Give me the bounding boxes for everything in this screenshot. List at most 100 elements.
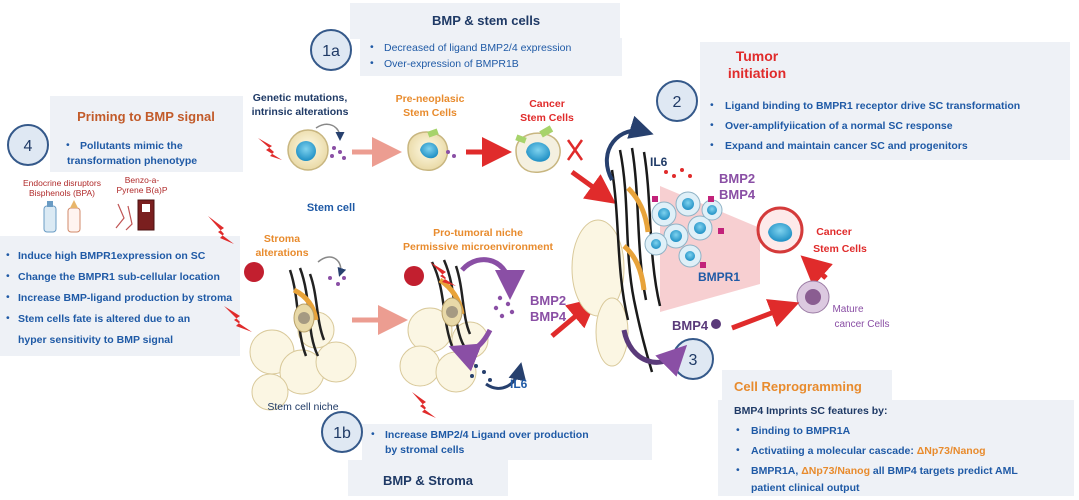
panel-tumor-initiation: Tumor initiation • Ligand binding to BMP… — [700, 42, 1070, 160]
badge-label: 2 — [673, 94, 682, 111]
label-line: cancer Cells — [834, 319, 889, 330]
label-line: Stroma — [264, 233, 300, 245]
transition-arrow — [550, 297, 598, 338]
label-il6: IL6 — [650, 155, 668, 169]
ligand-dot-icon — [711, 319, 721, 329]
label-endocrine-disruptors: Endocrine disruptors Bisphenols (BPA) — [23, 178, 101, 198]
badge-3: 3 — [672, 338, 714, 380]
bullet-item: • — [66, 139, 70, 151]
bullet-text: transformation phenotype — [67, 155, 197, 167]
badge-2: 2 — [656, 80, 698, 122]
red-blood-cell-icon — [404, 266, 424, 286]
badge-1a: 1a — [310, 29, 352, 71]
baby-bottle-icon — [67, 200, 81, 233]
bullet-item: • — [736, 464, 740, 476]
red-blood-cell-icon — [244, 262, 264, 282]
lightning-icon — [208, 216, 234, 244]
label-line: Pyrene B(a)P — [116, 185, 167, 195]
bottle-icon — [43, 201, 57, 233]
bullet-item: • — [6, 291, 10, 303]
badge-label: 1a — [322, 43, 340, 60]
panel-title-line: initiation — [728, 65, 786, 81]
bullet-text: by stromal cells — [385, 444, 465, 456]
bullet-item: • — [710, 139, 714, 151]
label-line: Permissive microenvironment — [403, 241, 553, 253]
bullet-text: Change the BMPR1 sub-cellular location — [18, 271, 220, 283]
bullet-text: Expand and maintain cancer SC and progen… — [725, 140, 968, 152]
preneoplasic-cell-icon — [407, 128, 456, 171]
tumor-niche-icon — [571, 115, 760, 377]
bullet-text: hyper sensitivity to BMP signal — [18, 334, 173, 346]
label-cancer-stem-right: Cancer Stem Cells — [813, 226, 867, 255]
panel-title-line: Tumor — [736, 48, 779, 64]
bullet-text: Ligand binding to BMPR1 receptor drive S… — [725, 100, 1020, 112]
label-line: intrinsic alterations — [252, 106, 349, 118]
badge-label: 4 — [24, 138, 33, 155]
bullet-text-part: all BMP4 targets predict AML — [870, 465, 1018, 477]
panel-title: BMP & stem cells — [432, 13, 540, 28]
badge-label: 1b — [333, 425, 351, 442]
cancer-stem-cell-icon — [756, 206, 804, 254]
bullet-text-part: BMPR1A, — [751, 465, 801, 477]
fuel-pump-icon — [137, 199, 155, 231]
label-bmp2: BMP2 — [719, 171, 755, 186]
transition-arrow — [731, 299, 800, 331]
label-line: Genetic mutations, — [253, 92, 348, 104]
label-stem-cell-niche: Stem cell niche — [267, 401, 338, 413]
panel-title: Cell Reprogramming — [734, 379, 862, 394]
label-mature-cancer: Mature cancer Cells — [832, 304, 889, 330]
badge-4: 4 — [7, 124, 49, 166]
lightning-icon — [224, 306, 252, 332]
bullet-text: Over-amplifyiication of a normal SC resp… — [725, 120, 953, 132]
label-line: Stem Cells — [520, 112, 574, 124]
bullet-text: Over-expression of BMPR1B — [384, 58, 519, 70]
label-stroma-alterations: Stroma alterations — [255, 233, 308, 259]
bullet-item: • — [6, 270, 10, 282]
panel-title: BMP & Stroma — [383, 473, 474, 488]
label-genetic-mutations: Genetic mutations, intrinsic alterations — [252, 92, 349, 118]
label-bmp4: BMP4 — [672, 318, 709, 333]
bullet-text: Activatiing a molecular cascade: ΔNp73/N… — [751, 445, 986, 457]
bullet-item: • — [6, 249, 10, 261]
label-bmp2: BMP2 — [530, 293, 566, 308]
panel-left-list: • Induce high BMPR1expression on SC • Ch… — [0, 236, 240, 356]
bullet-text: Decreased of ligand BMP2/4 expression — [384, 42, 572, 54]
label-bmpr1: BMPR1 — [698, 270, 740, 284]
panel-bmp-stem-cells: BMP & stem cells • Decreased of ligand B… — [350, 3, 622, 76]
bullet-text: Increase BMP2/4 Ligand over production — [385, 429, 589, 441]
badge-label: 3 — [689, 352, 698, 369]
transition-arrow — [800, 255, 833, 287]
bullet-item: • — [6, 312, 10, 324]
lightning-icon — [412, 392, 436, 418]
bullet-text: BMPR1A, ΔNp73/Nanog all BMP4 targets pre… — [751, 465, 1018, 477]
label-bmp4: BMP4 — [719, 187, 756, 202]
transition-arrow — [570, 169, 617, 204]
cancer-stem-cell-icon — [515, 125, 584, 173]
label-benzo-pyrene: Benzo-a- Pyrene B(a)P — [116, 175, 167, 195]
label-pro-tumoral-niche: Pro-tumoral niche Permissive microenviro… — [403, 227, 553, 253]
label-il6: IL6 — [510, 377, 528, 391]
bullet-text: patient clinical output — [751, 482, 860, 494]
label-line: Pro-tumoral niche — [433, 227, 523, 239]
label-line: alterations — [255, 247, 308, 259]
badge-1b: 1b — [321, 411, 363, 453]
label-preneoplasic: Pre-neoplasic Stem Cells — [396, 93, 465, 119]
bullet-text: Stem cells fate is altered due to an — [18, 313, 190, 325]
label-line: Cancer — [529, 98, 565, 110]
bullet-text: Pollutants mimic the — [80, 140, 183, 152]
panel-cell-reprogramming: Cell Reprogramming BMP4 Imprints SC feat… — [718, 370, 1074, 496]
bullet-item: • — [370, 57, 374, 69]
chemical-sketch-icon — [115, 203, 133, 231]
bullet-text: Increase BMP-ligand production by stroma — [18, 292, 232, 304]
label-line: Stem Cells — [403, 107, 457, 119]
bullet-item: • — [710, 99, 714, 111]
bullet-text: Induce high BMPR1expression on SC — [18, 250, 206, 262]
label-line: Bisphenols (BPA) — [29, 188, 95, 198]
label-line: Cancer — [816, 226, 852, 238]
bullet-item: • — [736, 424, 740, 436]
mature-cancer-cell-icon — [796, 280, 830, 314]
stem-cell-icon — [287, 123, 346, 171]
bullet-item: • — [736, 444, 740, 456]
